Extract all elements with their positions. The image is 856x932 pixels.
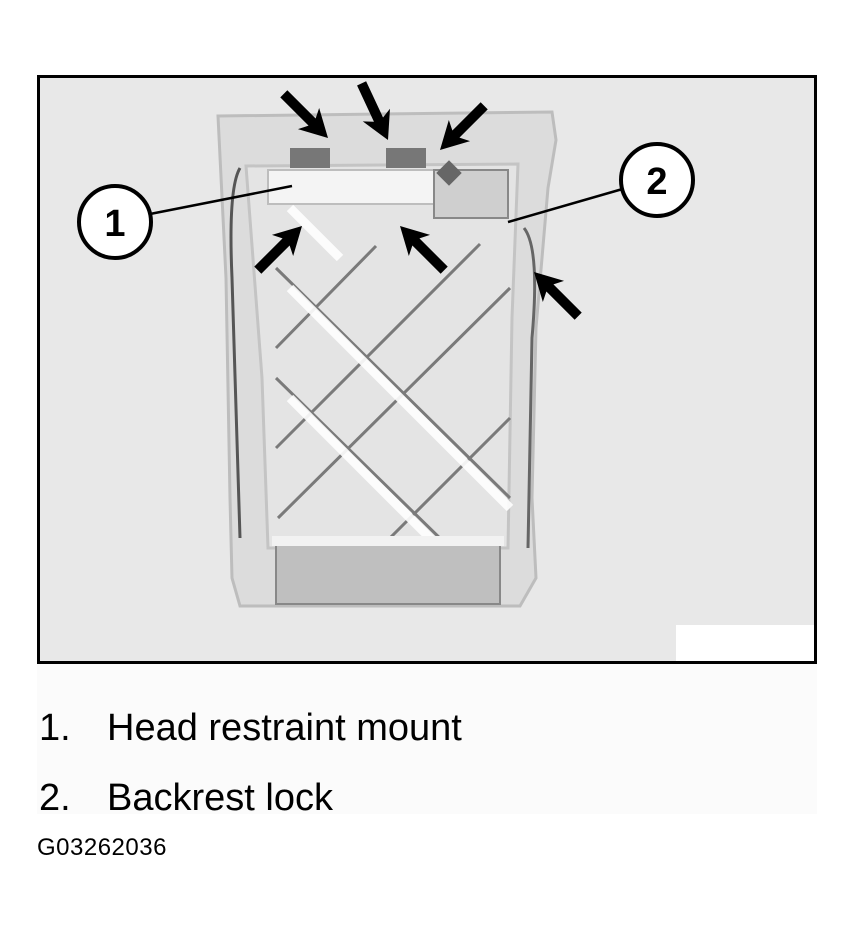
backrest-lock <box>433 169 509 219</box>
callout-2-circle <box>619 142 695 218</box>
arrow-pointer-icon <box>254 226 302 274</box>
legend-item-label: Head restraint mount <box>107 707 462 749</box>
left-rail-edge <box>229 167 242 539</box>
arrow-pointer-icon <box>534 272 582 320</box>
callout-1-circle <box>77 184 153 260</box>
head-restraint-mount <box>267 169 447 205</box>
right-rail-edge <box>522 227 537 549</box>
callout-2-number: 2 <box>646 161 667 203</box>
mount-socket-right <box>386 148 426 168</box>
callout-1-leader <box>149 184 293 216</box>
legend: 1. Head restraint mount 2. Backrest lock <box>37 664 817 819</box>
callout-2-leader <box>507 186 627 224</box>
diagram-canvas: 1 2 <box>77 81 814 661</box>
bottom-bracket-rim <box>272 536 504 546</box>
callout-2: 2 <box>619 142 695 218</box>
legend-item-number: 1. <box>39 707 71 749</box>
callout-1-number: 1 <box>104 203 125 245</box>
bottom-bracket <box>275 539 501 605</box>
arrow-pointer-icon <box>400 226 448 274</box>
legend-item-label: Backrest lock <box>107 777 333 819</box>
arrow-pointer-icon <box>357 81 390 140</box>
lock-knob <box>436 160 462 186</box>
arrow-pointer-icon <box>280 90 328 138</box>
pointer-arrows <box>254 81 582 320</box>
lattice-highlights <box>286 204 514 552</box>
arrow-pointer-icon <box>440 102 488 150</box>
legend-item-number: 2. <box>39 777 71 819</box>
figure-id: G03262036 <box>37 834 167 861</box>
callout-1: 1 <box>77 184 153 260</box>
seat-backrest-diagram: 1 2 <box>37 75 817 664</box>
corner-patch <box>676 625 814 661</box>
mount-socket-left <box>290 148 330 168</box>
